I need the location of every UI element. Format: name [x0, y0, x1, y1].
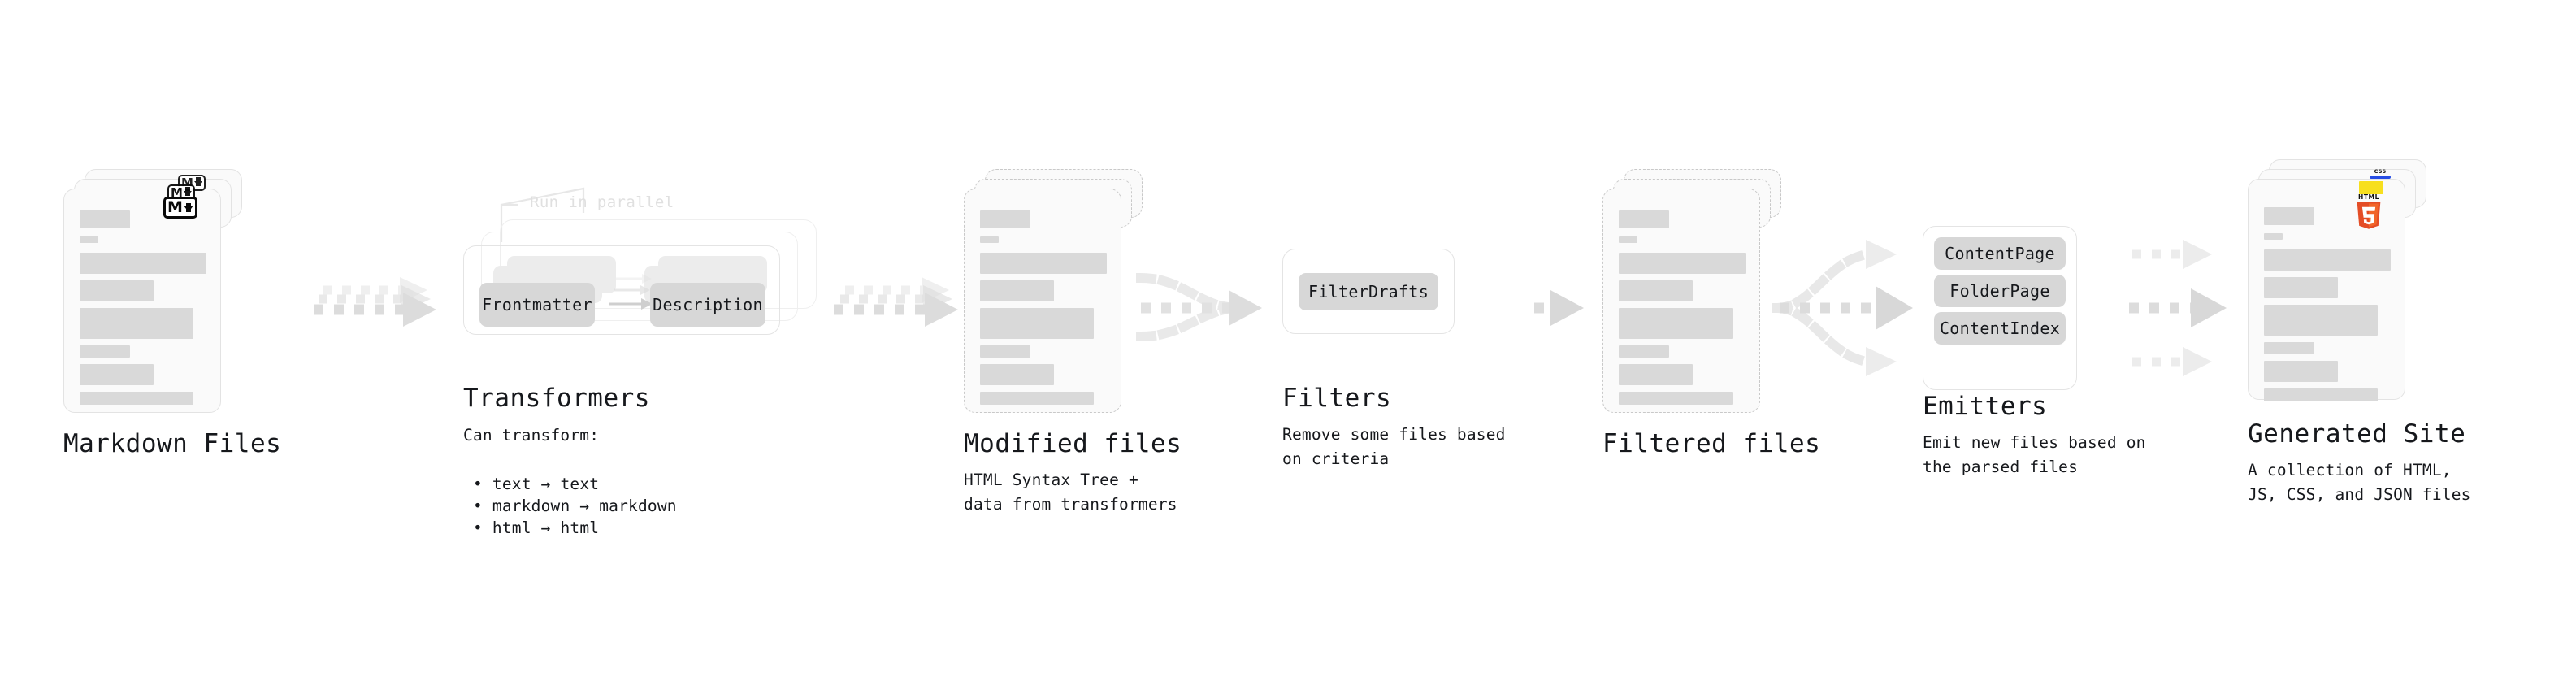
modified-file-card-front [964, 189, 1121, 413]
markdown-files-title: Markdown Files [63, 429, 282, 458]
generated-site-title: Generated Site [2248, 419, 2466, 449]
filtered-files-card-stack [1602, 169, 1781, 413]
bullet-dot: • [473, 475, 492, 493]
filtered-file-card-front [1602, 189, 1760, 413]
transformers-group-box [463, 245, 780, 335]
filters-pill-filterdrafts-label: FilterDrafts [1308, 282, 1429, 301]
modified-files-card-stack [964, 169, 1143, 413]
transformer-pill-frontmatter[interactable]: Frontmatter [479, 283, 595, 327]
filters-pill-filterdrafts[interactable]: FilterDrafts [1299, 273, 1438, 310]
bullet-dot: • [473, 497, 492, 515]
bullet-dot: • [473, 518, 492, 537]
transformer-pill-description[interactable]: Description [650, 283, 765, 327]
filters-title: Filters [1282, 384, 1392, 413]
filters-subtitle: Remove some files based on criteria [1282, 425, 1506, 468]
emitters-pill-contentpage[interactable]: ContentPage [1934, 237, 2066, 270]
transformer-frame-back-1 [481, 232, 798, 321]
filtered-files-title: Filtered files [1602, 429, 1821, 458]
modified-files-subtitle: HTML Syntax Tree + data from transformer… [964, 471, 1177, 514]
markdown-file-card-front [63, 189, 221, 413]
run-in-parallel-label: Run in parallel [530, 193, 674, 211]
markdown-files-card-stack: M M M [63, 169, 242, 413]
emitters-title: Emitters [1923, 392, 2048, 421]
generated-site-subtitle: A collection of HTML, JS, CSS, and JSON … [2248, 461, 2471, 504]
transformers-bullet-1-label: markdown → markdown [492, 497, 677, 515]
transformer-pill-frontmatter-label: Frontmatter [482, 295, 592, 314]
transformers-title: Transformers [463, 384, 650, 413]
transformers-subtitle: Can transform: [463, 426, 600, 445]
modified-files-title: Modified files [964, 429, 1182, 458]
transformer-pill-description-label: Description [653, 295, 763, 314]
transformers-bullet-2: • html → html [473, 492, 599, 540]
generated-site-card-stack: CSS HTML [2248, 159, 2426, 403]
emitters-pill-folderpage[interactable]: FolderPage [1934, 275, 2066, 307]
emitters-pill-folderpage-label: FolderPage [1949, 281, 2050, 301]
markdown-icon: M [163, 197, 197, 219]
emitters-pill-contentpage-label: ContentPage [1945, 244, 2055, 263]
css-icon: CSS [2370, 168, 2391, 179]
transformers-bullet-1: • markdown → markdown [473, 470, 677, 518]
emitters-pill-contentindex[interactable]: ContentIndex [1934, 312, 2066, 345]
transformers-bullet-2-label: html → html [492, 518, 600, 537]
transformers-bullet-0: • text → text [473, 448, 599, 497]
emitters-subtitle: Emit new files based on the parsed files [1923, 433, 2146, 476]
html5-shield [2357, 202, 2381, 229]
js-icon [2359, 181, 2383, 194]
html5-icon: HTML [2353, 193, 2385, 231]
emitters-pill-contentindex-label: ContentIndex [1939, 319, 2061, 338]
transformers-bullet-0-label: text → text [492, 475, 600, 493]
